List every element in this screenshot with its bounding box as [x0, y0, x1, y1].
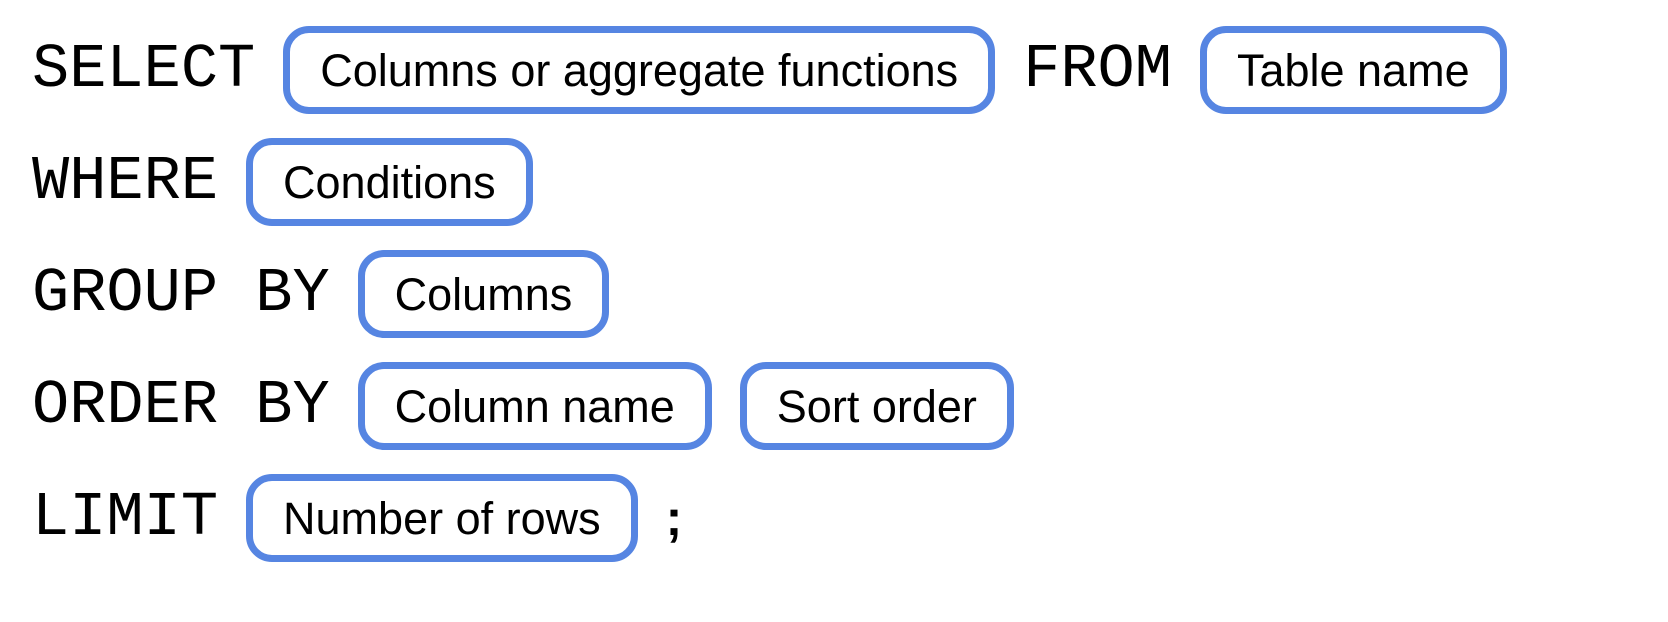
placeholder-label-number-of-rows: Number of rows — [283, 492, 601, 544]
placeholder-label-conditions: Conditions — [283, 156, 496, 208]
sql-clause-row-limit: LIMIT Number of rows; — [32, 474, 1668, 562]
placeholder-box-columns-or-aggregate-functions: Columns or aggregate functions — [283, 26, 996, 114]
placeholder-box-number-of-rows: Number of rows — [246, 474, 638, 562]
placeholder-label-columns: Columns — [394, 268, 573, 320]
sql-keyword-limit: LIMIT — [32, 482, 219, 553]
sql-keyword-from: FROM — [1023, 34, 1172, 105]
sql-clause-row-select-from: SELECT Columns or aggregate functions FROM… — [32, 26, 1668, 114]
sql-clause-row-order-by: ORDER BY Column name Sort order — [32, 362, 1668, 450]
sql-clause-row-where: WHERE Conditions — [32, 138, 1668, 226]
placeholder-label-column-name: Column name — [394, 380, 675, 432]
placeholder-box-column-name: Column name — [357, 362, 712, 450]
sql-keyword-group-by: GROUP BY — [32, 258, 330, 329]
sql-keyword-order-by: ORDER BY — [32, 370, 330, 441]
sql-keyword-where: WHERE — [32, 146, 219, 217]
placeholder-box-sort-order: Sort order — [739, 362, 1014, 450]
sql-clause-row-group-by: GROUP BY Columns — [32, 250, 1668, 338]
placeholder-label-sort-order: Sort order — [776, 380, 977, 432]
placeholder-box-columns: Columns — [357, 250, 610, 338]
sql-keyword-select: SELECT — [32, 34, 256, 105]
placeholder-box-table-name: Table name — [1199, 26, 1507, 114]
placeholder-box-conditions: Conditions — [246, 138, 533, 226]
placeholder-label-columns-or-aggregate-functions: Columns or aggregate functions — [320, 44, 959, 96]
sql-syntax-diagram: SELECT Columns or aggregate functions FROM… — [32, 26, 1668, 562]
semicolon-terminator: ; — [665, 490, 683, 546]
placeholder-label-table-name: Table name — [1236, 44, 1470, 96]
